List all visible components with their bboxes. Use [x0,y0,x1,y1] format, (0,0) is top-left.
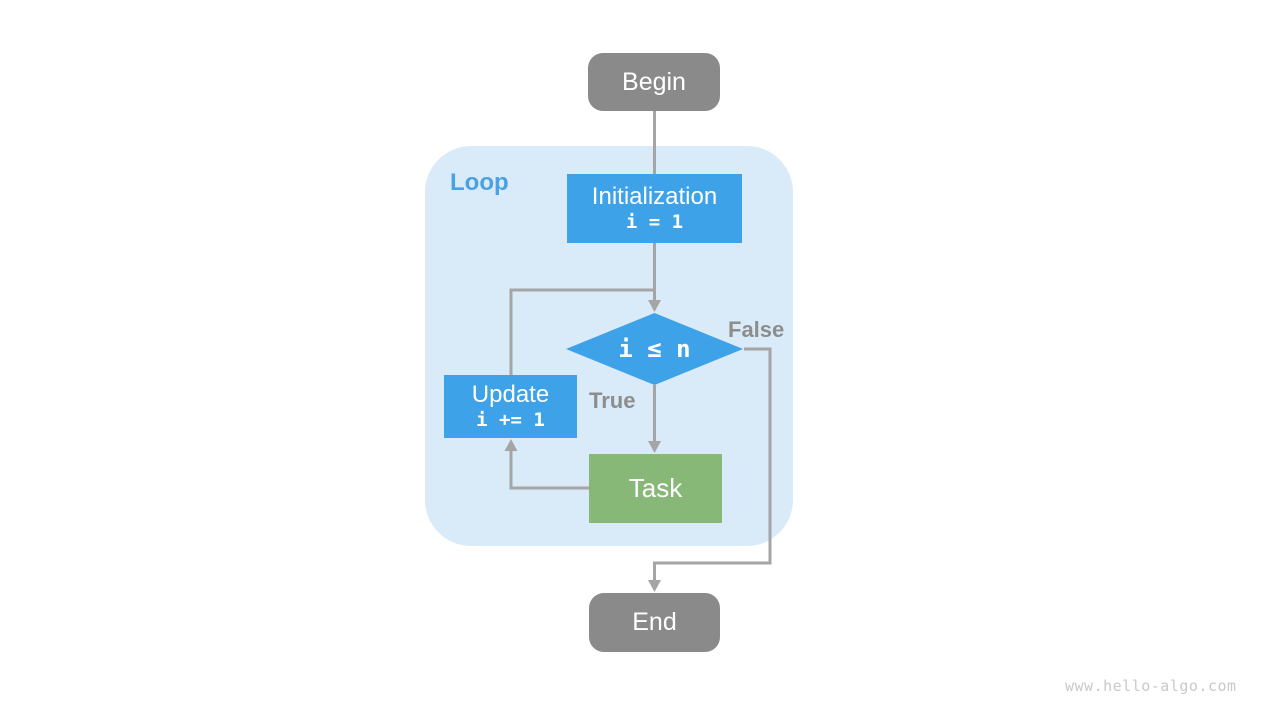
node-end: End [589,593,720,652]
loop-label: Loop [450,169,509,196]
arrowhead-condition [648,300,661,312]
arrowhead-end [648,580,661,592]
node-initialization: Initialization i = 1 [567,174,742,243]
node-initialization-code: i = 1 [625,211,684,233]
node-condition-label: i ≤ n [618,335,691,363]
node-task: Task [589,454,722,523]
edge-label-false: False [728,317,785,342]
edge-label-true: True [589,388,636,413]
arrowhead-task [648,441,661,453]
node-initialization-label: Initialization [591,183,718,210]
node-end-label: End [632,608,677,636]
node-begin: Begin [588,53,720,111]
node-update-code: i += 1 [476,409,545,431]
arrowhead-update [504,439,518,451]
watermark: www.hello-algo.com [1065,677,1237,695]
node-update: Update i += 1 [444,375,577,438]
edge-condition-to-end [653,347,772,580]
edge-update-to-condition [509,288,653,376]
node-begin-label: Begin [622,67,686,96]
node-update-label: Update [471,381,550,408]
condition-diamond-shape [566,313,743,385]
edge-task-to-update [509,451,589,490]
node-task-label: Task [628,473,683,503]
